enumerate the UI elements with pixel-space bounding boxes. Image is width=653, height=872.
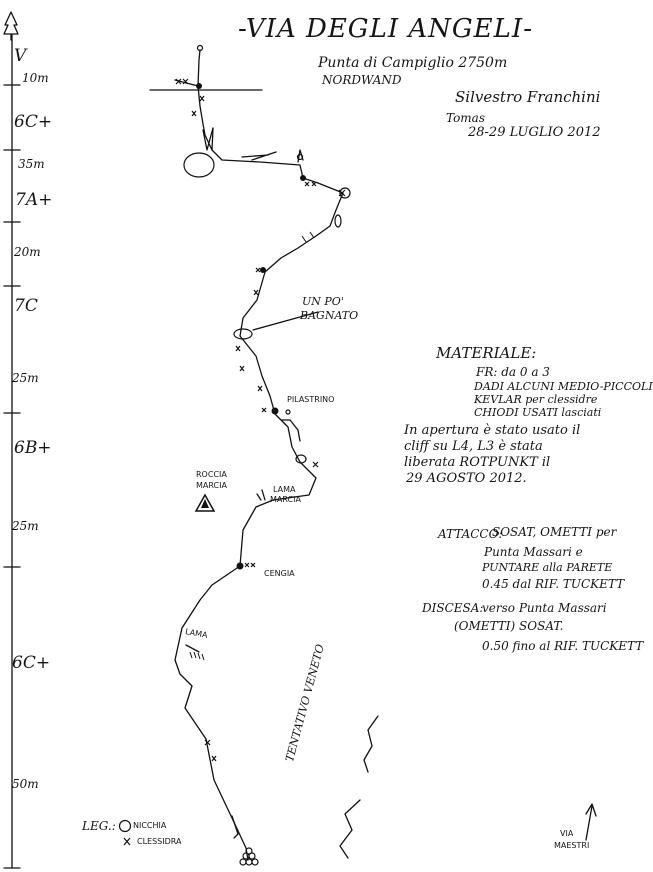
clessidra-markers (123, 78, 346, 846)
label-via: VIA (560, 829, 574, 838)
label-pilastrino: PILASTRINO (287, 395, 335, 404)
topo-sheet: -VIA DEGLI ANGELI- Punta di Campiglio 27… (3, 11, 653, 869)
label-bagnato: BAGNATO (300, 309, 359, 322)
materiale-line-5: In apertura è stato usato il (404, 423, 581, 438)
legend-nicchia-symbol (118, 819, 132, 833)
via-maestri-arrow (585, 803, 597, 841)
topo-drawing (3, 11, 597, 869)
belay-points (196, 83, 306, 570)
label-pointer (252, 311, 319, 331)
discesa-line-1: verso Punta Massari (482, 601, 607, 615)
label-maestri: MAESTRI (554, 841, 590, 850)
materiale-line-7: liberata ROTPUNKT il (404, 455, 551, 470)
legend-item-clessidra: CLESSIDRA (137, 837, 182, 846)
grade-label-4: 7C (14, 296, 38, 316)
length-label-4: 25m (12, 371, 39, 385)
attacco-line-2: Punta Massari e (484, 545, 583, 559)
author-1: Silvestro Franchini (455, 88, 601, 106)
ledge-marks (241, 151, 277, 161)
pilastrino-outline (281, 419, 301, 442)
corner-marking (202, 127, 214, 151)
attacco-heading: ATTACCO: (438, 527, 503, 541)
materiale-line-6: cliff su L4, L3 è stata (404, 439, 543, 454)
materiale-line-4: CHIODI USATI lasciati (474, 406, 602, 419)
length-label-5: 25m (12, 519, 39, 533)
grade-label-5: 6B+ (14, 438, 52, 458)
materiale-line-3: KEVLAR per clessidre (474, 393, 598, 406)
label-roccia: ROCCIA (196, 470, 227, 479)
attacco-line-4: 0.45 dal RIF. TUCKETT (482, 577, 625, 591)
length-label-2: 35m (18, 157, 45, 171)
lower-crack (231, 815, 239, 839)
materiale-line-8: 29 AGOSTO 2012. (406, 471, 527, 486)
length-label-1: 10m (22, 71, 49, 85)
label-un-po: UN PO' (302, 295, 344, 308)
warning-triangle-icon (194, 493, 216, 512)
label-cengia: CENGIA (264, 569, 295, 578)
legend-item-nicchia: NICCHIA (133, 821, 167, 830)
base-stack (239, 847, 259, 866)
grade-label-3: 7A+ (15, 190, 53, 210)
label-lama: LAMA (273, 485, 296, 494)
label-marcia: MARCIA (196, 481, 227, 490)
route-face: NORDWAND (322, 73, 402, 87)
length-label-6: 50m (12, 777, 39, 791)
legend-heading: LEG.: (82, 819, 116, 833)
discesa-line-3: 0.50 fino al RIF. TUCKETT (482, 639, 644, 653)
lama-marcia-marks (256, 489, 266, 501)
tentativo-veneto-line (339, 715, 379, 859)
materiale-line-2: DADI ALCUNI MEDIO-PICCOLI (474, 380, 653, 393)
nicchia-markers (183, 44, 351, 464)
materiale-line-1: FR: da 0 a 3 (476, 365, 550, 379)
materiale-heading: MATERIALE: (436, 344, 537, 362)
route-subtitle: Punta di Campiglio 2750m (318, 55, 508, 71)
route-title: -VIA DEGLI ANGELI- (238, 14, 533, 44)
route-date: 28-29 LUGLIO 2012 (468, 125, 601, 140)
discesa-heading: DISCESA: (422, 601, 484, 615)
hatching (189, 231, 315, 661)
grade-label-6: 6C+ (12, 653, 51, 673)
grade-label-2: 6C+ (14, 112, 53, 132)
lama-marks (185, 644, 200, 653)
discesa-line-2: (OMETTI) SOSAT. (454, 619, 564, 633)
grade-label-1: V (14, 46, 27, 66)
route-line (174, 49, 344, 861)
attacco-line-1: SOSAT, OMETTI per (492, 525, 617, 539)
length-label-3: 20m (14, 245, 41, 259)
attacco-line-3: PUNTARE alla PARETE (482, 561, 613, 574)
label-lama-marcia: MARCIA (270, 495, 301, 504)
grade-scale-axis (3, 34, 21, 869)
author-2: Tomas (446, 111, 485, 125)
tree-icon (3, 11, 19, 41)
